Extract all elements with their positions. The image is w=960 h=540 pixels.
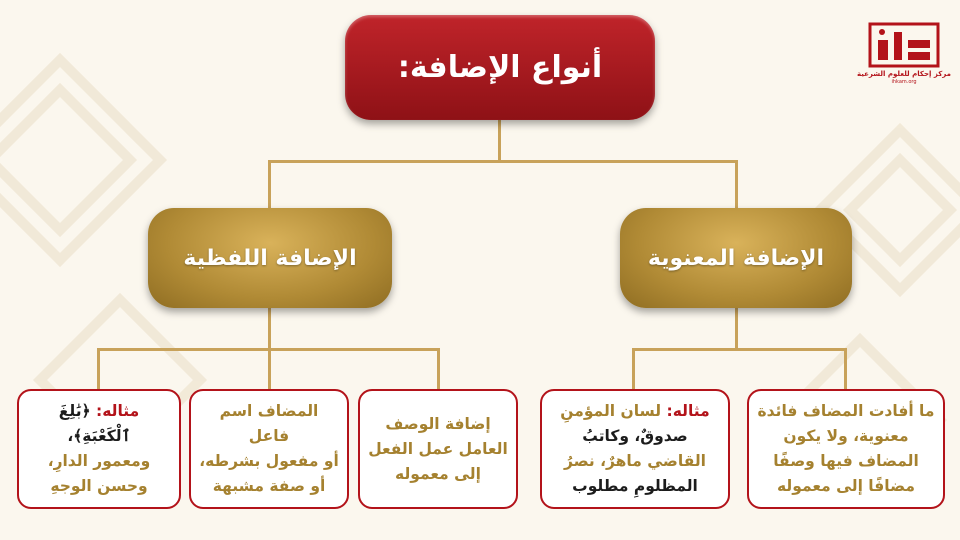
connector-right-leaf-2 — [844, 348, 847, 390]
connector-left-leaf-3 — [437, 348, 440, 390]
leaf-manawiya-example: مثاله: لسان المؤمنِ صدوقٌ، وكاتبُ القاضي… — [540, 389, 730, 509]
connector-left-leaf-1 — [97, 348, 100, 390]
connector-left-leaf-2 — [268, 348, 271, 390]
branch-lafziya-label: الإضافة اللفظية — [183, 245, 357, 271]
connector-to-left-branch — [268, 160, 271, 208]
leaf-manawiya-definition: ما أفادت المضاف فائدة معنوية، ولا يكون ا… — [747, 389, 945, 509]
logo-mark — [868, 22, 940, 68]
leaf-line: المضاف فيها وصفًا — [773, 452, 919, 470]
leaf-lafziya-definition: إضافة الوصف العامل عمل الفعل إلى معموله — [358, 389, 518, 509]
connector-right-branch-down — [735, 308, 738, 350]
leaf-line: مثاله: ﴿بَٰلِغَ ٱلْكَعْبَةِ﴾، — [27, 399, 171, 449]
leaf-line: المضاف اسم فاعل — [219, 402, 319, 445]
leaf-line: إضافة الوصف — [385, 414, 491, 433]
leaf-line: أو مفعول بشرطه، — [199, 452, 339, 470]
example-text: ﴿بَٰلِغَ ٱلْكَعْبَةِ﴾، — [58, 402, 131, 445]
leaf-line: أو صفة مشبهة — [212, 477, 326, 495]
leaf-line: مضافًا إلى معموله — [777, 477, 915, 495]
leaf-line: العامل عمل الفعل — [368, 439, 508, 458]
brand-logo: مركز إحكام للعلوم الشرعية ihkam.org — [857, 22, 951, 92]
leaf-line: وحسن الوجهِ — [50, 477, 148, 495]
leaf-line: إلى معموله — [395, 464, 481, 483]
logo-subtitle: مركز إحكام للعلوم الشرعية — [857, 70, 951, 78]
branch-lafziya: الإضافة اللفظية — [148, 208, 392, 308]
logo-url: ihkam.org — [891, 79, 917, 85]
example-text: لسان المؤمنِ — [560, 402, 662, 420]
connector-title-down — [498, 120, 501, 162]
leaf-line: معنوية، ولا يكون — [783, 427, 909, 445]
diagram-title: أنواع الإضافة: — [345, 15, 655, 120]
branch-manawiya: الإضافة المعنوية — [620, 208, 852, 308]
connector-right-leaf-1 — [632, 348, 635, 390]
connector-to-right-branch — [735, 160, 738, 208]
branch-manawiya-label: الإضافة المعنوية — [647, 245, 825, 271]
leaf-line: القاضي ماهرٌ، نصرُ — [564, 452, 706, 470]
leaf-line: ما أفادت المضاف فائدة — [757, 402, 935, 420]
leaf-line: مثاله: لسان المؤمنِ — [550, 399, 720, 424]
example-label: مثاله: — [96, 402, 140, 420]
connector-right-horizontal — [632, 348, 847, 351]
leaf-lafziya-example: مثاله: ﴿بَٰلِغَ ٱلْكَعْبَةِ﴾، ومعمور الد… — [17, 389, 181, 509]
connector-top-horizontal — [268, 160, 738, 163]
leaf-line: المظلومِ مطلوب — [572, 477, 698, 495]
leaf-line: ومعمور الدارِ، — [47, 452, 151, 470]
connector-left-branch-down — [268, 308, 271, 350]
leaf-line: صدوقٌ، وكاتبُ — [582, 427, 688, 445]
example-label: مثاله: — [666, 402, 710, 420]
title-text: أنواع الإضافة: — [397, 50, 603, 85]
leaf-lafziya-condition: المضاف اسم فاعل أو مفعول بشرطه، أو صفة م… — [189, 389, 349, 509]
